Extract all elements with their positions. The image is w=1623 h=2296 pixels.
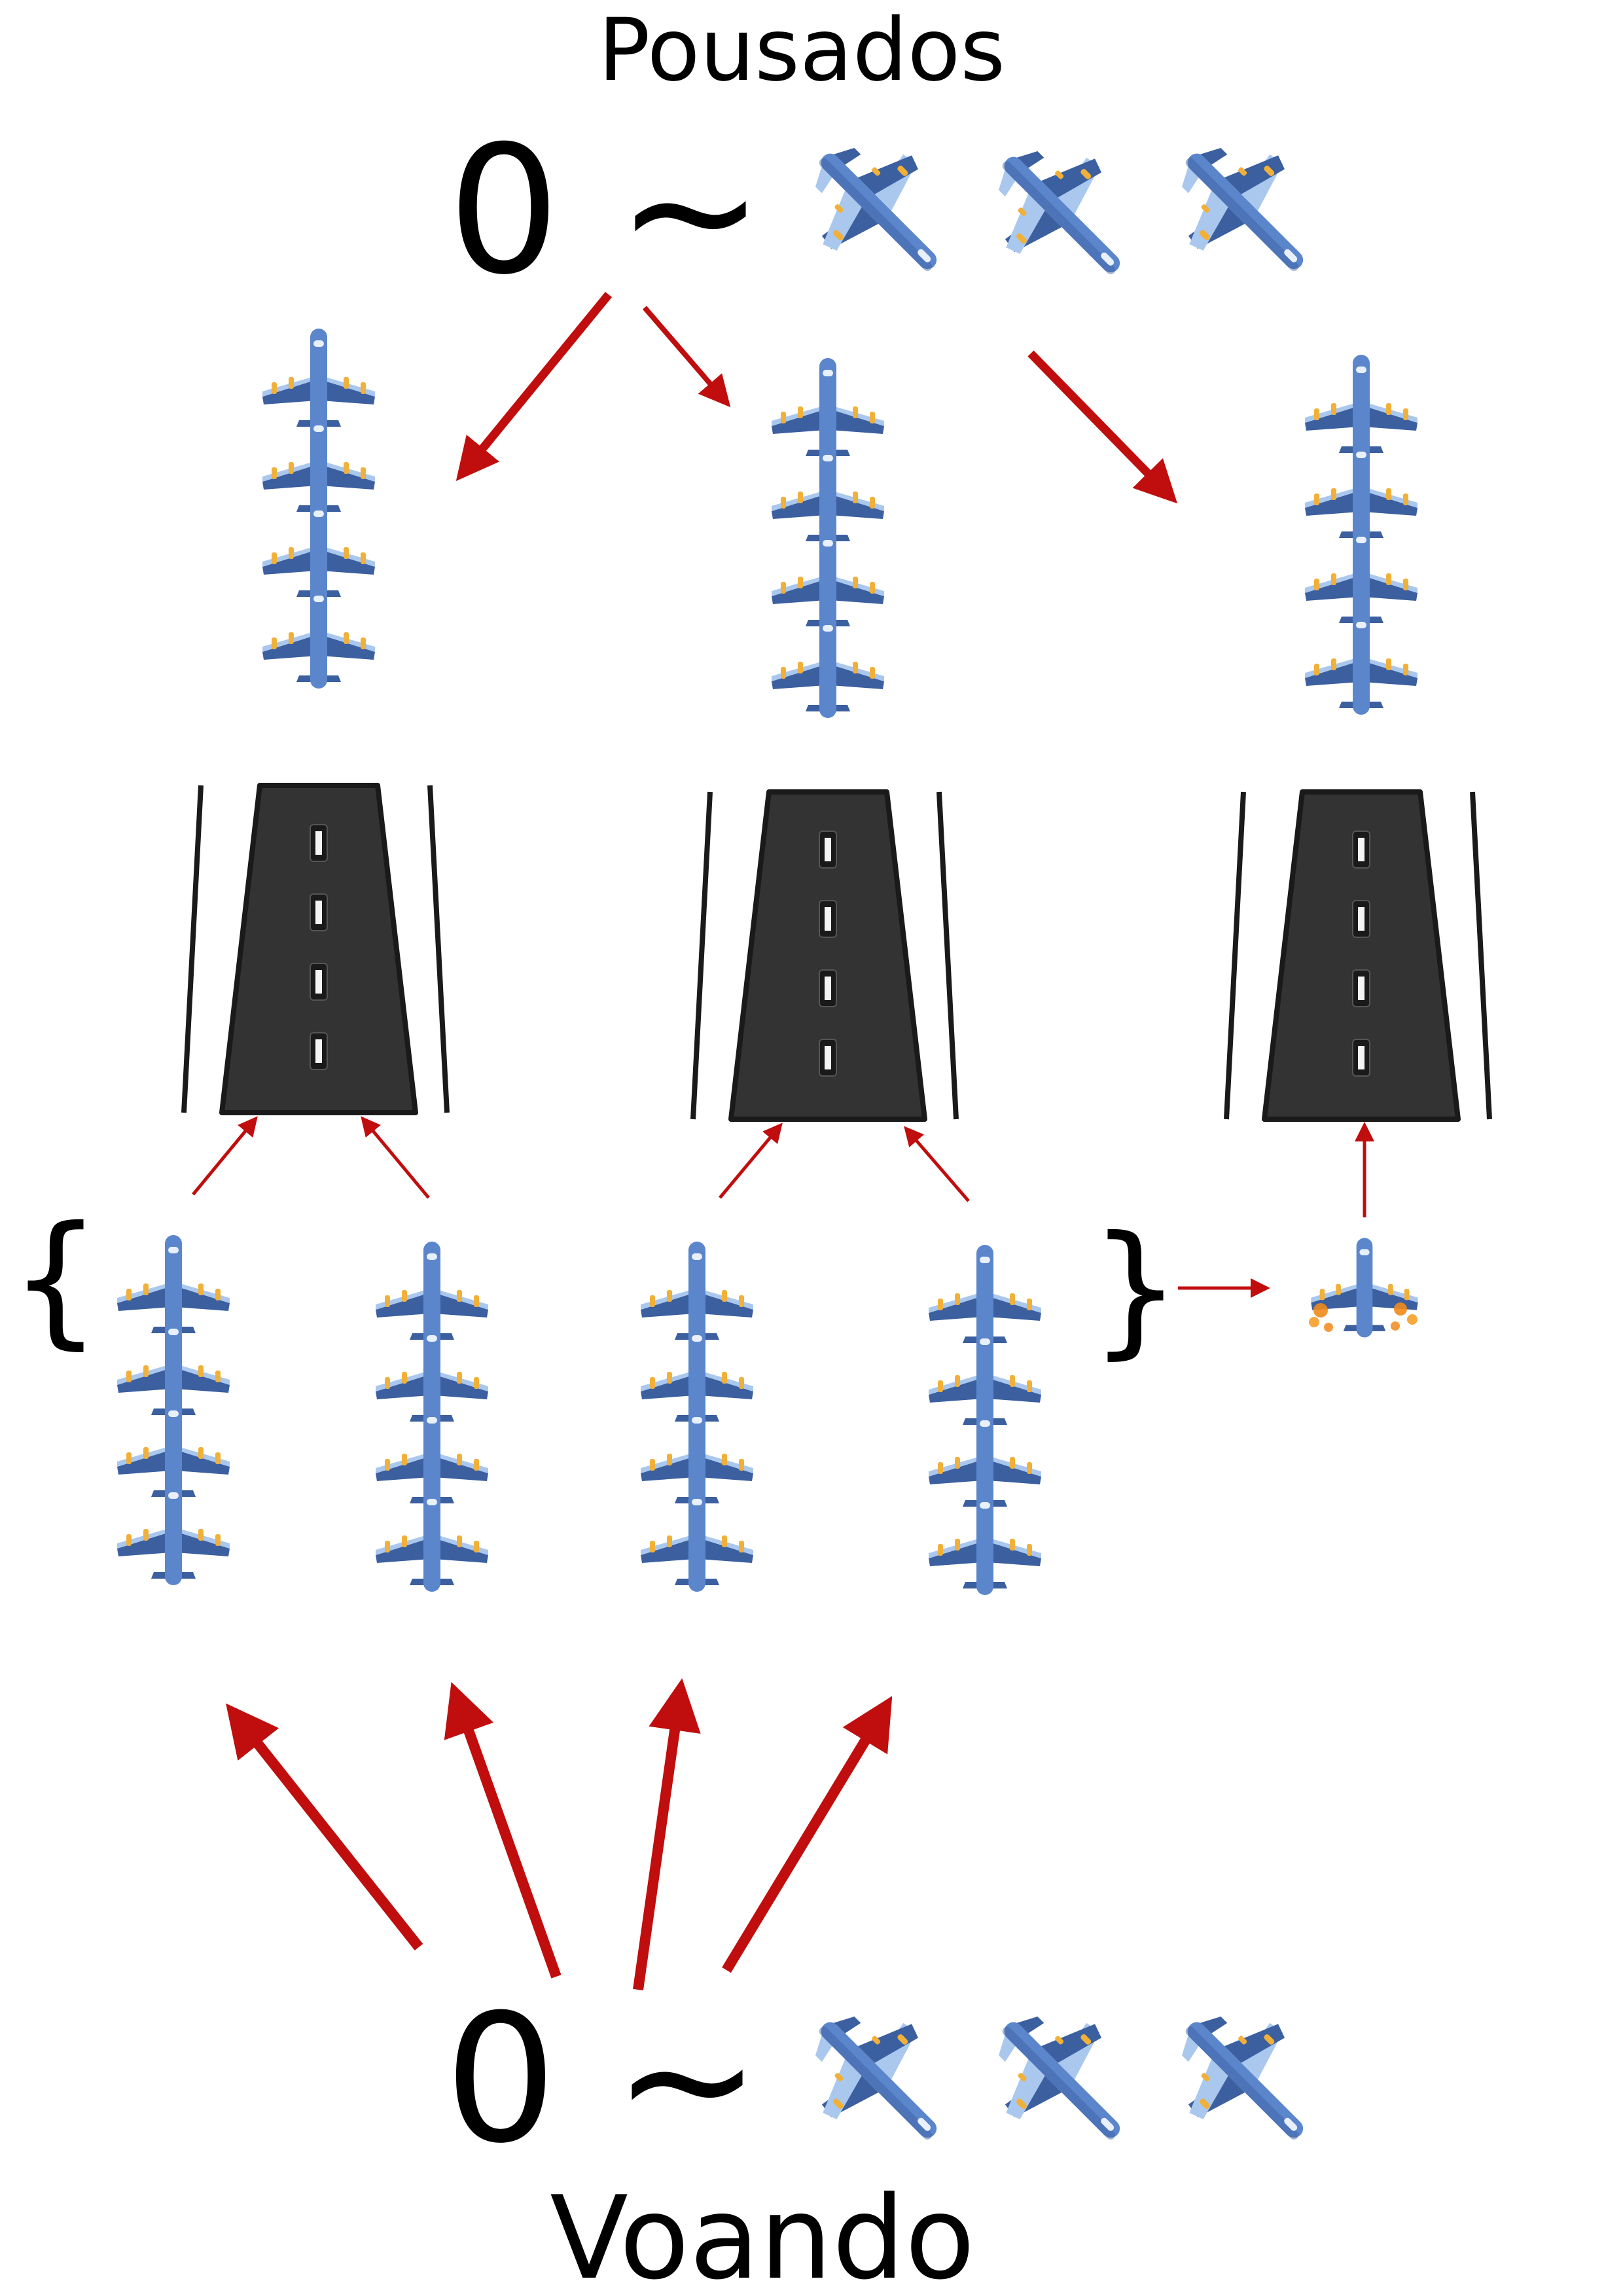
airplane-icon — [779, 111, 978, 311]
flying-arrows — [226, 1678, 893, 1991]
landed-stack — [262, 329, 375, 689]
flying-label: Voando — [550, 2172, 975, 2296]
airplane-icon — [779, 1980, 978, 2179]
arrow-icon — [722, 1696, 893, 1973]
arrow-icon — [633, 1678, 701, 1991]
airplane-icon — [962, 115, 1162, 314]
arrow-icon — [444, 1681, 562, 1979]
airplane-icon — [962, 1980, 1162, 2179]
flying-stack — [376, 1242, 488, 1592]
flying-sequence-icons — [779, 1980, 1345, 2179]
runway-arrows — [192, 1116, 1374, 1217]
airplane-topview-icon — [929, 1490, 1041, 1595]
flying-stack — [117, 1235, 230, 1585]
flying-count: 0 — [444, 1976, 557, 2182]
landed-label: Pousados — [598, 0, 1005, 101]
burning-airplane-icon — [1309, 1238, 1418, 1338]
arrow-icon — [904, 1126, 970, 1202]
landed-tilde: ~ — [616, 107, 764, 314]
arrow-icon — [455, 291, 613, 482]
landed-sequence-icons — [779, 111, 1345, 314]
arrow-icon — [192, 1116, 258, 1196]
flying-tilde: ~ — [613, 1976, 761, 2182]
airplane-topview-icon — [376, 1487, 488, 1592]
arrow-icon — [226, 1703, 423, 1950]
arrow-icon — [361, 1116, 430, 1199]
close-brace: } — [1090, 1205, 1181, 1372]
airplane-icon — [1145, 111, 1345, 311]
arrow-icon — [1027, 350, 1178, 504]
landed-stack — [1305, 355, 1418, 715]
runway-icon — [693, 792, 956, 1119]
flying-stack — [929, 1245, 1041, 1595]
landed-stack — [772, 358, 884, 718]
runway-icon — [184, 785, 447, 1113]
open-brace: { — [10, 1195, 101, 1363]
airplane-topview-icon — [641, 1487, 753, 1592]
runway-icon — [1226, 792, 1489, 1119]
arrow-icon — [719, 1122, 783, 1199]
landed-count: 0 — [448, 107, 560, 314]
airplane-topview-icon — [1305, 610, 1418, 715]
landed-arrows — [455, 291, 1178, 504]
arrow-icon — [642, 306, 731, 408]
airplane-topview-icon — [117, 1480, 230, 1585]
airplane-topview-icon — [772, 613, 884, 718]
flying-stack — [641, 1242, 753, 1592]
airplane-icon — [1145, 1980, 1345, 2179]
airplane-topview-icon — [262, 584, 375, 689]
